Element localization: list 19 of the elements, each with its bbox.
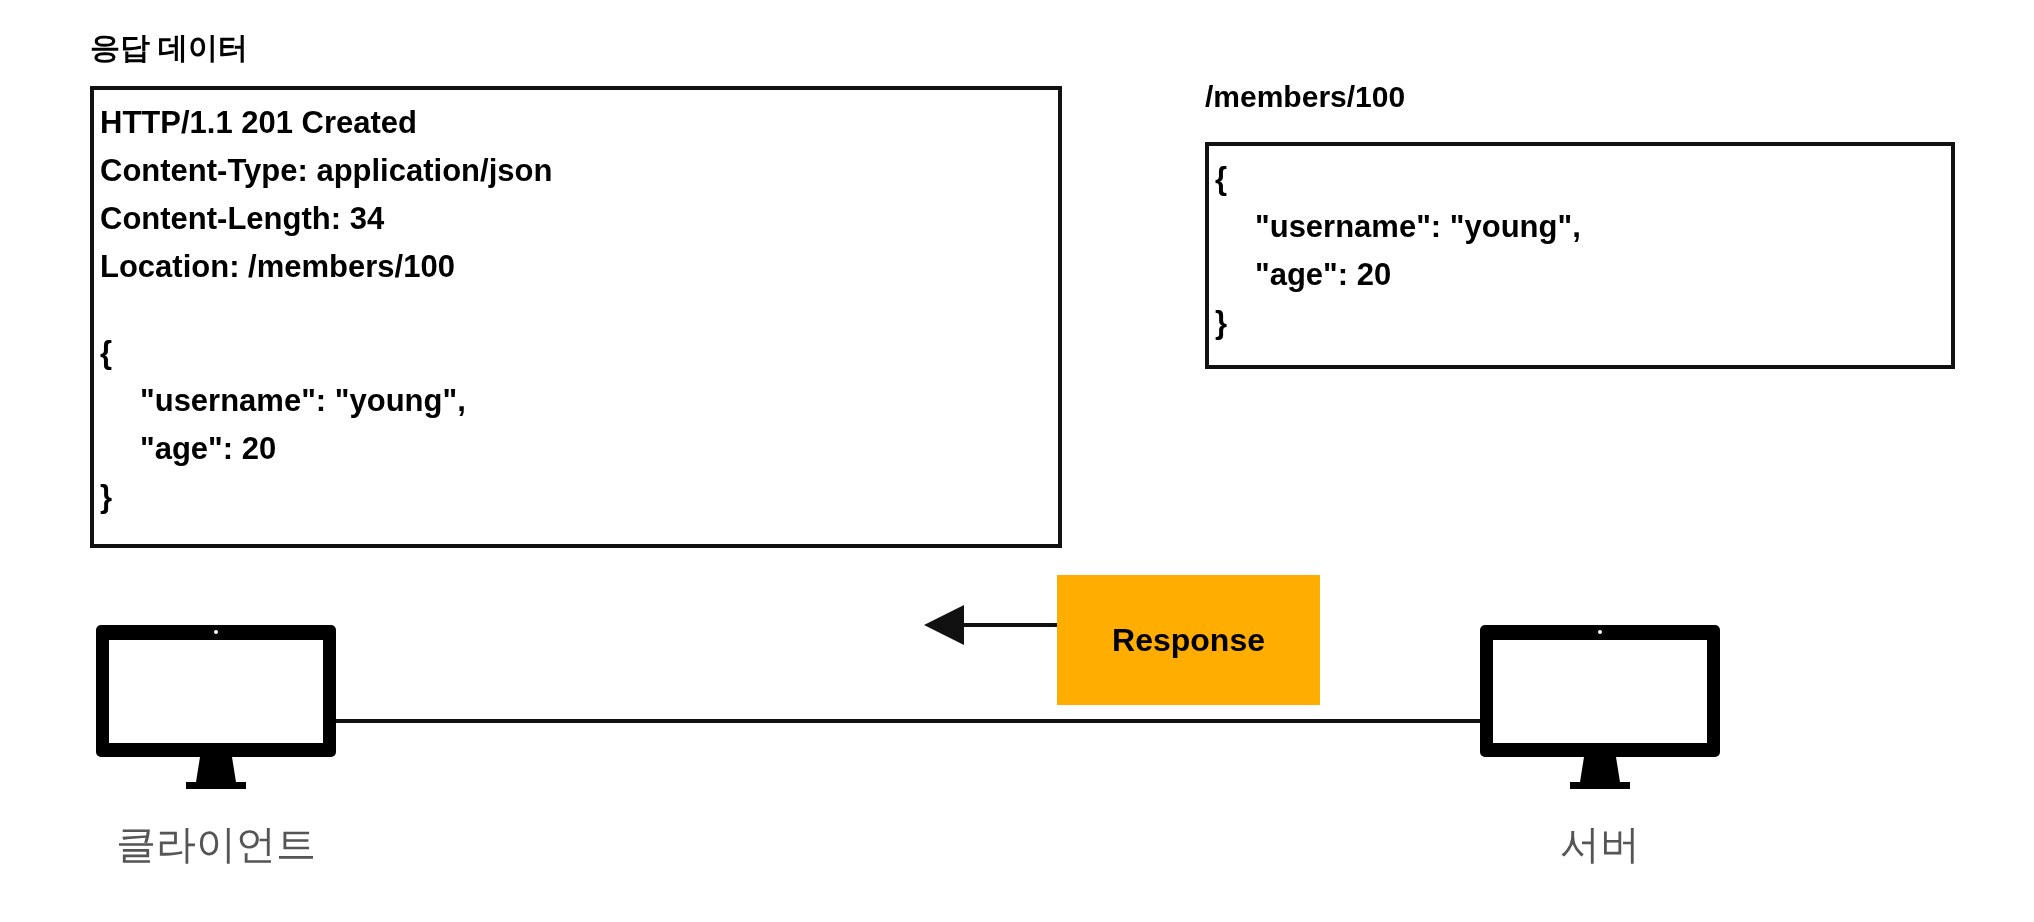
code-line: HTTP/1.1 201 Created [100, 104, 418, 142]
heading-text: 응답 데이터 [90, 30, 249, 66]
caption-text: 클라이언트 [116, 821, 316, 868]
code-line: } [100, 478, 113, 516]
code-line: Content-Type: application/json [100, 152, 553, 190]
code-line: { [100, 334, 113, 372]
code-line: Content-Length: 34 [100, 200, 385, 238]
code-line: } [1215, 304, 1228, 342]
caption-text: 서버 [1560, 821, 1640, 868]
code-line: "username": "young", [140, 382, 466, 420]
message-tag: Response [1057, 575, 1320, 705]
heading-text: /members/100 [1205, 80, 1406, 114]
connector-line [336, 719, 1480, 723]
code-line: "username": "young", [1255, 208, 1581, 246]
code-line: "age": 20 [140, 430, 277, 468]
code-line: { [1215, 160, 1228, 198]
code-line: Location: /members/100 [100, 248, 455, 286]
arrow [924, 605, 1057, 645]
code-line: "age": 20 [1255, 256, 1392, 294]
